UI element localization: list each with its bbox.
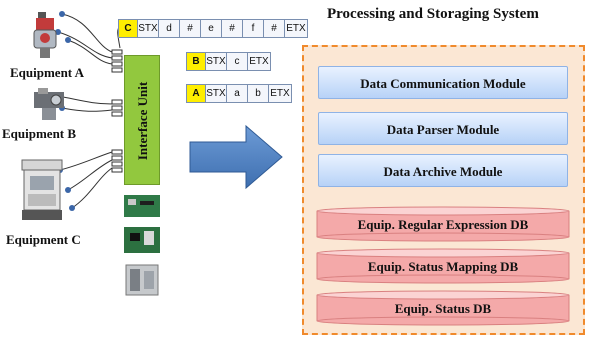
packet-cell: b	[248, 85, 269, 102]
status-mapping-db: Equip. Status Mapping DB	[316, 248, 570, 284]
packet-cell: STX	[206, 85, 227, 102]
equipment-a-icon	[33, 12, 57, 58]
system-title: Processing and Storaging System	[327, 6, 539, 22]
interface-unit-label: Interface Unit	[135, 81, 150, 161]
packet-cell: STX	[206, 53, 227, 70]
packet-b: B STX c ETX	[186, 52, 271, 71]
equipment-c-icon	[21, 159, 63, 220]
flow-arrow-icon	[189, 124, 283, 190]
db-label: Equip. Status DB	[394, 301, 492, 316]
connection-wires	[55, 11, 123, 211]
packet-cell: ETX	[285, 20, 307, 37]
status-db: Equip. Status DB	[316, 290, 570, 326]
equipment-a-label: Equipment A	[10, 65, 85, 80]
packet-cell: B	[187, 53, 206, 70]
packet-cell: #	[264, 20, 285, 37]
database-cylinder-icon	[316, 206, 570, 242]
db-label: Equip. Status Mapping DB	[367, 259, 519, 274]
database-cylinder-icon	[316, 290, 570, 326]
packet-c: C STX d # e # f # ETX	[118, 19, 308, 38]
circuit-board-icons	[124, 195, 160, 296]
packet-cell: ETX	[269, 85, 291, 102]
packet-cell: #	[180, 20, 201, 37]
equipment-c-label: Equipment C	[6, 232, 81, 247]
regular-expression-db: Equip. Regular Expression DB	[316, 206, 570, 242]
packet-cell: d	[159, 20, 180, 37]
packet-cell: e	[201, 20, 222, 37]
data-parser-module: Data Parser Module	[318, 112, 568, 145]
packet-cell: ETX	[248, 53, 270, 70]
database-cylinder-icon	[316, 248, 570, 284]
packet-cell: A	[187, 85, 206, 102]
packet-cell: STX	[138, 20, 159, 37]
packet-cell: c	[227, 53, 248, 70]
packet-cell: C	[119, 20, 138, 37]
data-communication-module: Data Communication Module	[318, 66, 568, 99]
packet-cell: #	[222, 20, 243, 37]
packet-cell: a	[227, 85, 248, 102]
equipment-b-label: Equipment B	[2, 126, 77, 141]
packet-cell: f	[243, 20, 264, 37]
interface-unit: Interface Unit	[124, 55, 160, 185]
data-archive-module: Data Archive Module	[318, 154, 568, 187]
db-label: Equip. Regular Expression DB	[357, 217, 529, 232]
packet-a: A STX a b ETX	[186, 84, 292, 103]
equipment-b-icon	[34, 88, 64, 120]
